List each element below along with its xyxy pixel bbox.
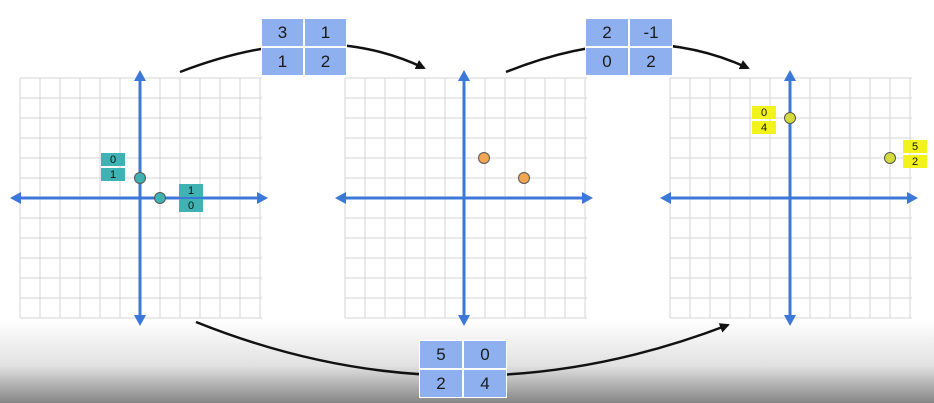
vector-component: 0 <box>179 199 203 212</box>
matrix-cell: 2 <box>305 48 346 75</box>
matrix-combined: 5 0 2 4 <box>419 340 507 398</box>
x-axis-arrow-right <box>907 192 918 204</box>
vector-label-e1: 1 0 <box>179 184 203 212</box>
coordinate-grid-output <box>660 70 918 326</box>
vector-component: 4 <box>752 121 776 134</box>
y-axis-arrow-down <box>134 315 146 326</box>
matrix-cell: 0 <box>586 48 628 75</box>
matrix-cell: 3 <box>262 19 303 46</box>
x-axis-arrow-left <box>10 192 21 204</box>
vector-component: 1 <box>179 184 203 197</box>
matrix-cell: 4 <box>464 370 506 397</box>
vector-label-out-2: 5 2 <box>903 140 927 168</box>
vector-point <box>134 172 146 184</box>
vector-label-out-1: 0 4 <box>752 106 776 134</box>
matrix-cell: 2 <box>586 19 628 46</box>
y-axis-arrow-down <box>784 315 796 326</box>
y-axis-arrow-up <box>784 70 796 81</box>
matrix-cell: 1 <box>262 48 303 75</box>
x-axis-arrow-right <box>582 192 593 204</box>
coordinate-grid-input <box>10 70 268 326</box>
vector-component: 5 <box>903 140 927 153</box>
matrix-cell: 0 <box>464 341 506 368</box>
matrix-second: 2 -1 0 2 <box>585 18 673 76</box>
vector-component: 0 <box>752 106 776 119</box>
matrix-cell: 5 <box>420 341 462 368</box>
matrix-first: 3 1 1 2 <box>261 18 347 76</box>
matrix-cell: 2 <box>420 370 462 397</box>
grid-layer <box>10 70 918 326</box>
matrix-cell: 2 <box>630 48 672 75</box>
x-axis-arrow-right <box>257 192 268 204</box>
point-layer <box>134 112 896 204</box>
vector-point <box>518 172 530 184</box>
vector-point <box>784 112 796 124</box>
vector-point <box>154 192 166 204</box>
vector-component: 0 <box>101 153 125 166</box>
y-axis-arrow-up <box>458 70 470 81</box>
vector-label-e2: 0 1 <box>101 153 125 181</box>
vector-point <box>478 152 490 164</box>
x-axis-arrow-left <box>335 192 346 204</box>
matrix-cell: 1 <box>305 19 346 46</box>
y-axis-arrow-up <box>134 70 146 81</box>
vector-component: 2 <box>903 155 927 168</box>
vector-point <box>884 152 896 164</box>
vector-component: 1 <box>101 168 125 181</box>
coordinate-grid-intermediate <box>335 70 593 326</box>
x-axis-arrow-left <box>660 192 671 204</box>
matrix-cell: -1 <box>630 19 672 46</box>
y-axis-arrow-down <box>458 315 470 326</box>
